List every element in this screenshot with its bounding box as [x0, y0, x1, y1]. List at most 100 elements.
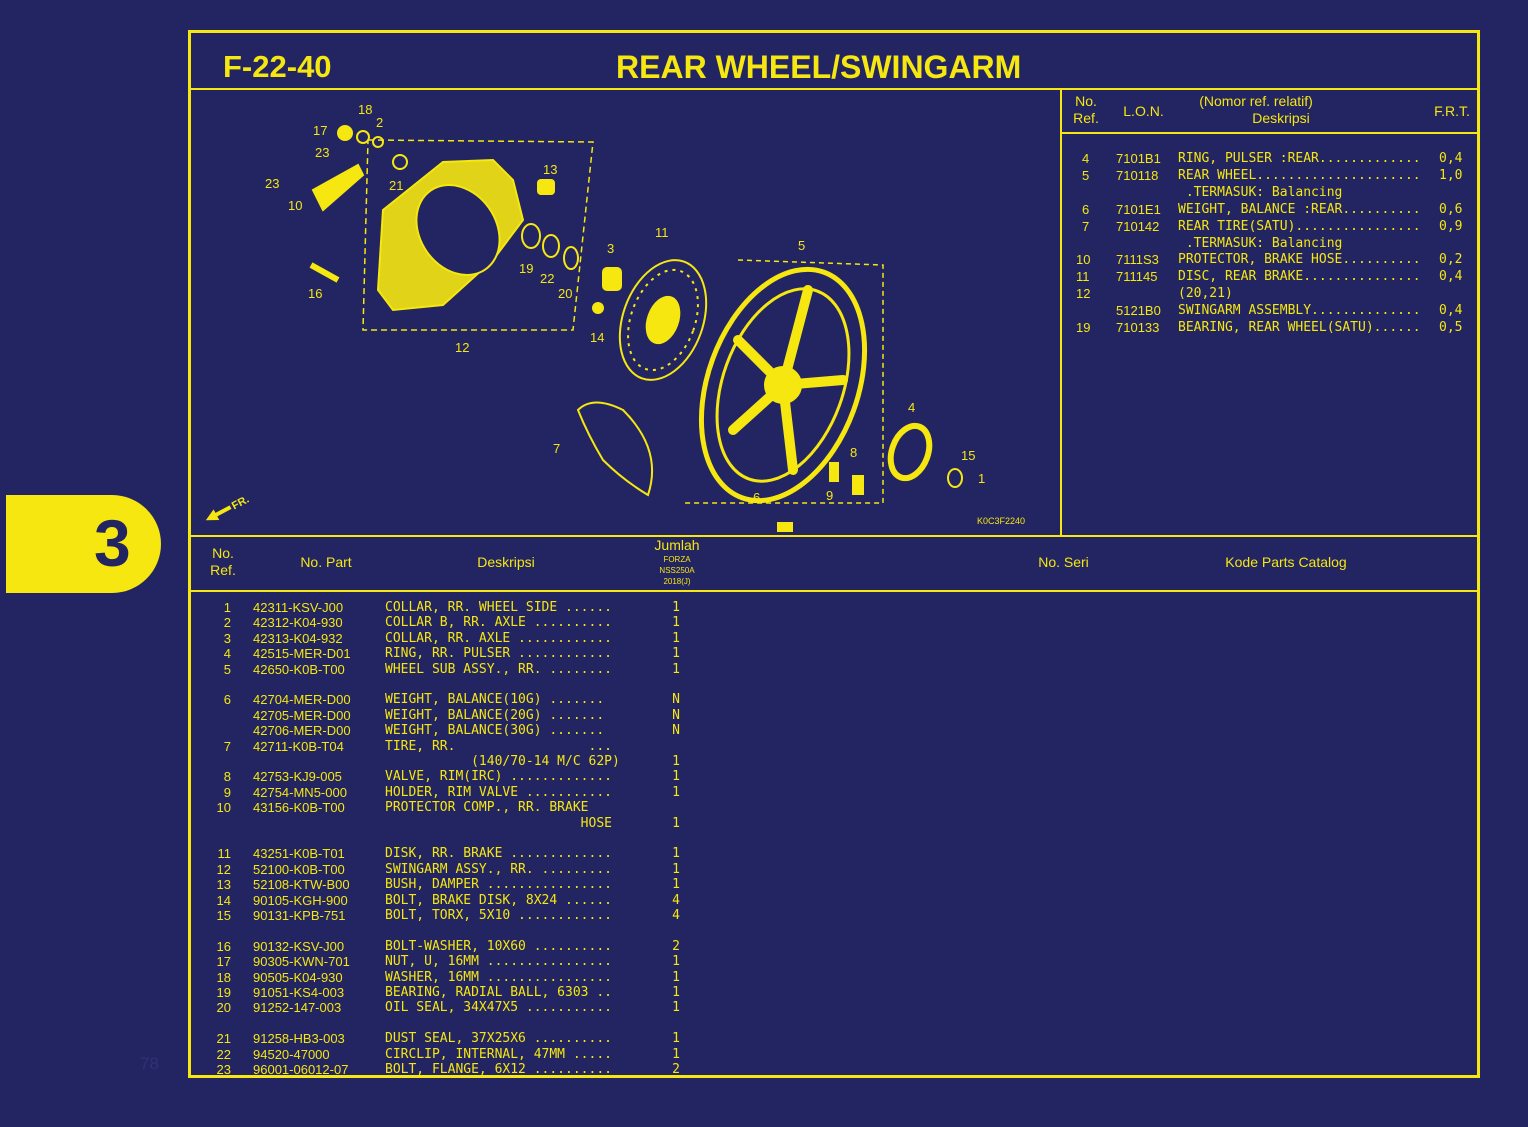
parts-row-desc: COLLAR, RR. AXLE ............ — [385, 630, 612, 646]
parts-row-desc: RING, RR. PULSER ............ — [385, 646, 612, 662]
parts-row-ref: 16 — [216, 938, 231, 954]
parts-row-qty: 1 — [672, 1046, 680, 1062]
parts-row-part: 90132-KSV-J00 — [253, 938, 345, 954]
parts-row-desc: BUSH, DAMPER ................ — [385, 877, 612, 893]
parts-row-qty: 1 — [672, 784, 680, 800]
parts-row-qty: 1 — [672, 985, 680, 1000]
parts-row-part: 42313-K04-932 — [253, 630, 343, 646]
ref-row-frt: 0,5 — [1439, 320, 1463, 335]
callout-10: 10 — [288, 198, 302, 213]
parts-row-qty: 1 — [672, 969, 680, 985]
parts-row-desc: CIRCLIP, INTERNAL, 47MM ..... — [385, 1046, 612, 1062]
parts-row-qty: 2 — [672, 938, 680, 954]
ref-row-ref: 10 — [1076, 252, 1091, 268]
parts-row-part: 91252-147-003 — [253, 1000, 342, 1016]
ref-row-ref: 7 — [1082, 218, 1090, 234]
parts-row-ref: 8 — [223, 769, 231, 785]
parts-row-ref: 15 — [216, 908, 231, 923]
parts-row-desc: WASHER, 16MM ................ — [385, 969, 612, 985]
exploded-diagram: 18 17 2 23 21 13 23 10 11 3 5 19 22 20 1… — [205, 102, 1025, 532]
parts-row-part: 42650-K0B-T00 — [253, 661, 345, 677]
callout-5: 5 — [798, 238, 805, 253]
parts-row-ref: 1 — [223, 600, 231, 615]
parts-row-ref: 11 — [217, 846, 232, 862]
parts-row-desc: VALVE, RIM(IRC) ............. — [385, 769, 612, 785]
parts-row-qty: 1 — [672, 1000, 680, 1016]
callout-22: 22 — [540, 271, 554, 286]
parts-row-desc: NUT, U, 16MM ................ — [385, 954, 612, 970]
parts-row-ref: 3 — [223, 630, 231, 646]
parts-row-qty: 1 — [672, 600, 680, 615]
callout-3: 3 — [607, 241, 614, 256]
parts-row-part: 43156-K0B-T00 — [253, 800, 345, 816]
page-title: REAR WHEEL/SWINGARM — [616, 49, 1022, 85]
parts-row-qty: 4 — [672, 908, 680, 923]
divider-header — [191, 88, 1477, 90]
ref-row-desc: DISC, REAR BRAKE............... — [1178, 269, 1421, 285]
callout-16: 16 — [308, 286, 322, 301]
section-tab-number: 3 — [94, 506, 131, 580]
parts-row-qty: 1 — [672, 646, 680, 662]
parts-row-ref: 9 — [223, 784, 231, 800]
parts-row-ref: 21 — [216, 1031, 231, 1047]
front-direction-label: FR. — [230, 493, 251, 512]
parts-row-part: 42754-MN5-000 — [253, 784, 347, 800]
parts-row-part: 90105-KGH-900 — [253, 892, 348, 908]
parts-row-desc: COLLAR, RR. WHEEL SIDE ...... — [385, 600, 612, 615]
parts-row-desc: (140/70-14 M/C 62P) — [385, 754, 620, 769]
parts-col-header-seri: No. Seri — [1038, 554, 1089, 570]
ref-row-lon: 710142 — [1116, 218, 1160, 234]
ref-row-ref: 4 — [1082, 151, 1090, 166]
parts-row-qty: 1 — [672, 815, 680, 831]
parts-row-qty: 1 — [672, 1031, 680, 1047]
callout-7: 7 — [553, 441, 560, 456]
ref-row-lon: 7101B1 — [1116, 151, 1161, 166]
parts-row-qty: N — [672, 723, 680, 739]
ref-row-frt: 0,4 — [1439, 303, 1463, 319]
parts-row-part: 52108-KTW-B00 — [253, 877, 350, 893]
ref-row-desc: .TERMASUK: Balancing — [1178, 235, 1343, 251]
parts-row-desc: BOLT, TORX, 5X10 ............ — [385, 908, 612, 923]
parts-col-header-no: No.Ref. — [210, 545, 236, 578]
parts-row-part: 42704-MER-D00 — [253, 692, 351, 708]
parts-row-desc: SWINGARM ASSY., RR. ......... — [385, 861, 612, 877]
ref-row-lon: 7111S3 — [1116, 252, 1159, 268]
parts-row-part: 42312-K04-930 — [253, 615, 343, 631]
catalog-frame: F-22-40 REAR WHEEL/SWINGARM No.Ref. L.O.… — [188, 30, 1480, 1078]
callout-23b: 23 — [265, 176, 279, 191]
parts-row-desc: BOLT, FLANGE, 6X12 .......... — [385, 1062, 612, 1077]
parts-row-desc: COLLAR B, RR. AXLE .......... — [385, 615, 612, 631]
parts-row-qty: 1 — [672, 954, 680, 970]
ref-row-desc: BEARING, REAR WHEEL(SATU)...... — [1178, 320, 1421, 335]
callout-14: 14 — [590, 330, 604, 345]
divider-diagram-ref — [1060, 88, 1062, 536]
callout-4: 4 — [908, 400, 915, 415]
figure-code: F-22-40 — [223, 49, 332, 84]
parts-row-qty: 1 — [672, 661, 680, 677]
parts-row-desc: WEIGHT, BALANCE(30G) ....... — [385, 723, 605, 739]
parts-row-part: 90505-K04-930 — [253, 969, 343, 985]
parts-row-desc: DUST SEAL, 37X25X6 .......... — [385, 1031, 612, 1047]
parts-row-qty: 1 — [672, 846, 680, 862]
parts-row-ref: 23 — [216, 1062, 231, 1077]
parts-row-desc: HOLDER, RIM VALVE ........... — [385, 784, 612, 800]
parts-row-ref: 19 — [216, 985, 231, 1000]
parts-col-header-deskripsi: Deskripsi — [477, 554, 535, 570]
parts-row-qty: N — [672, 692, 680, 708]
ref-row-desc: .TERMASUK: Balancing — [1178, 184, 1343, 200]
ref-row-lon: 710118 — [1116, 167, 1159, 183]
parts-row-qty: 4 — [672, 892, 680, 908]
ref-row-frt: 0,4 — [1439, 269, 1463, 285]
ref-row-desc: SWINGARM ASSEMBLY.............. — [1178, 303, 1421, 319]
ref-row-lon: 7101E1 — [1116, 201, 1161, 217]
callout-6: 6 — [753, 490, 760, 505]
parts-row-ref: 4 — [223, 646, 231, 662]
parts-row-part: 90305-KWN-701 — [253, 954, 350, 970]
parts-row-part: 42705-MER-D00 — [253, 707, 351, 723]
parts-row-part: 42515-MER-D01 — [253, 646, 351, 662]
parts-row-part: 96001-06012-07 — [253, 1062, 349, 1077]
parts-col-header-part: No. Part — [300, 554, 352, 570]
parts-row-desc: DISK, RR. BRAKE ............. — [385, 846, 612, 862]
parts-row-qty: 2 — [672, 1062, 680, 1077]
callout-2: 2 — [376, 115, 383, 130]
